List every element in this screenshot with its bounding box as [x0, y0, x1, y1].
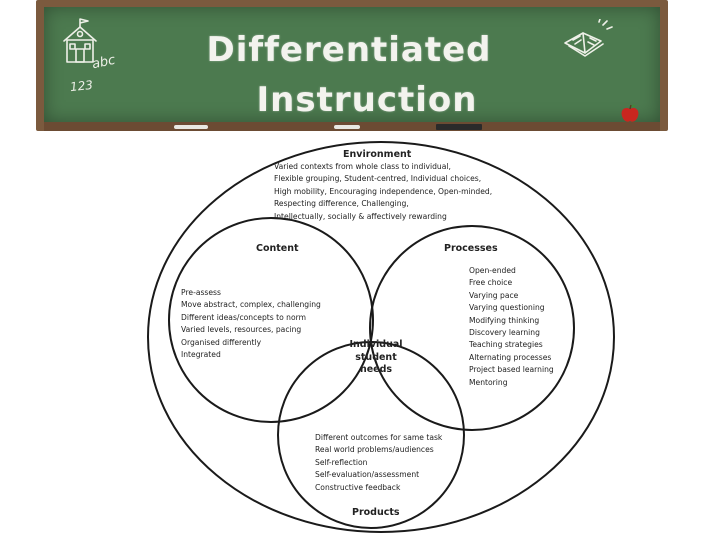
chalkboard-surface: abc 123 Differentiated Instruction	[44, 7, 660, 122]
environment-heading: Environment	[343, 149, 412, 160]
list-item: Different ideas/concepts to norm	[181, 312, 306, 322]
page-title: Differentiated Instruction	[194, 25, 504, 125]
list-item: Organised differently	[181, 337, 262, 347]
list-item: Respecting difference, Challenging,	[274, 199, 409, 209]
list-item: Project based learning	[469, 365, 554, 375]
open-book-icon	[564, 19, 613, 57]
schoolhouse-icon	[63, 18, 97, 63]
processes-heading: Processes	[444, 243, 498, 254]
list-item: Alternating processes	[469, 352, 552, 362]
list-item: Teaching strategies	[469, 340, 543, 350]
center-line-2: student	[355, 351, 397, 363]
list-item: Move abstract, complex, challenging	[181, 300, 321, 310]
list-item: Real world problems/audiences	[315, 445, 434, 455]
list-item: Constructive feedback	[315, 482, 401, 492]
content-list: Pre-assess Move abstract, complex, chall…	[181, 287, 321, 361]
list-item: Intellectually, socially & affectively r…	[274, 211, 447, 221]
list-item: Free choice	[469, 278, 513, 288]
products-circle	[277, 341, 465, 529]
title-line-1: Differentiated	[206, 30, 492, 70]
list-item: Mentoring	[469, 377, 508, 387]
environment-ellipse	[147, 141, 615, 533]
list-item: Flexible grouping, Student-centred, Indi…	[274, 174, 482, 184]
list-item: Discovery learning	[469, 328, 540, 338]
list-item: Pre-assess	[181, 288, 221, 297]
chalk-piece	[334, 125, 360, 129]
list-item: Self-evaluation/assessment	[315, 470, 420, 480]
title-line-2: Instruction	[256, 80, 478, 120]
center-line-3: needs	[359, 364, 393, 375]
list-item: Varied levels, resources, pacing	[181, 325, 302, 335]
center-line-1: Individual	[349, 339, 403, 350]
processes-list: Open-ended Free choice Varying pace Vary…	[469, 265, 554, 389]
eraser	[436, 124, 482, 130]
list-item: Open-ended	[469, 266, 516, 275]
products-list: Different outcomes for same task Real wo…	[315, 432, 442, 494]
chalk-piece	[174, 125, 208, 129]
list-item: Varying questioning	[469, 303, 545, 313]
environment-list: Varied contexts from whole class to indi…	[274, 161, 492, 223]
apple-icon	[621, 104, 639, 122]
list-item: Varying pace	[469, 290, 519, 300]
content-circle	[168, 217, 374, 423]
center-label: Individual student needs	[345, 339, 407, 377]
list-item: Modifying thinking	[469, 315, 540, 325]
list-item: High mobility, Encouraging independence,…	[274, 186, 493, 196]
chalkboard-header: abc 123 Differentiated Instruction	[36, 0, 668, 131]
products-heading: Products	[352, 507, 400, 518]
processes-circle	[369, 225, 575, 431]
list-item: Different outcomes for same task	[315, 433, 443, 442]
list-item: Self-reflection	[315, 457, 368, 467]
list-item: Integrated	[181, 350, 221, 360]
content-heading: Content	[256, 243, 299, 254]
list-item: Varied contexts from whole class to indi…	[274, 162, 451, 171]
